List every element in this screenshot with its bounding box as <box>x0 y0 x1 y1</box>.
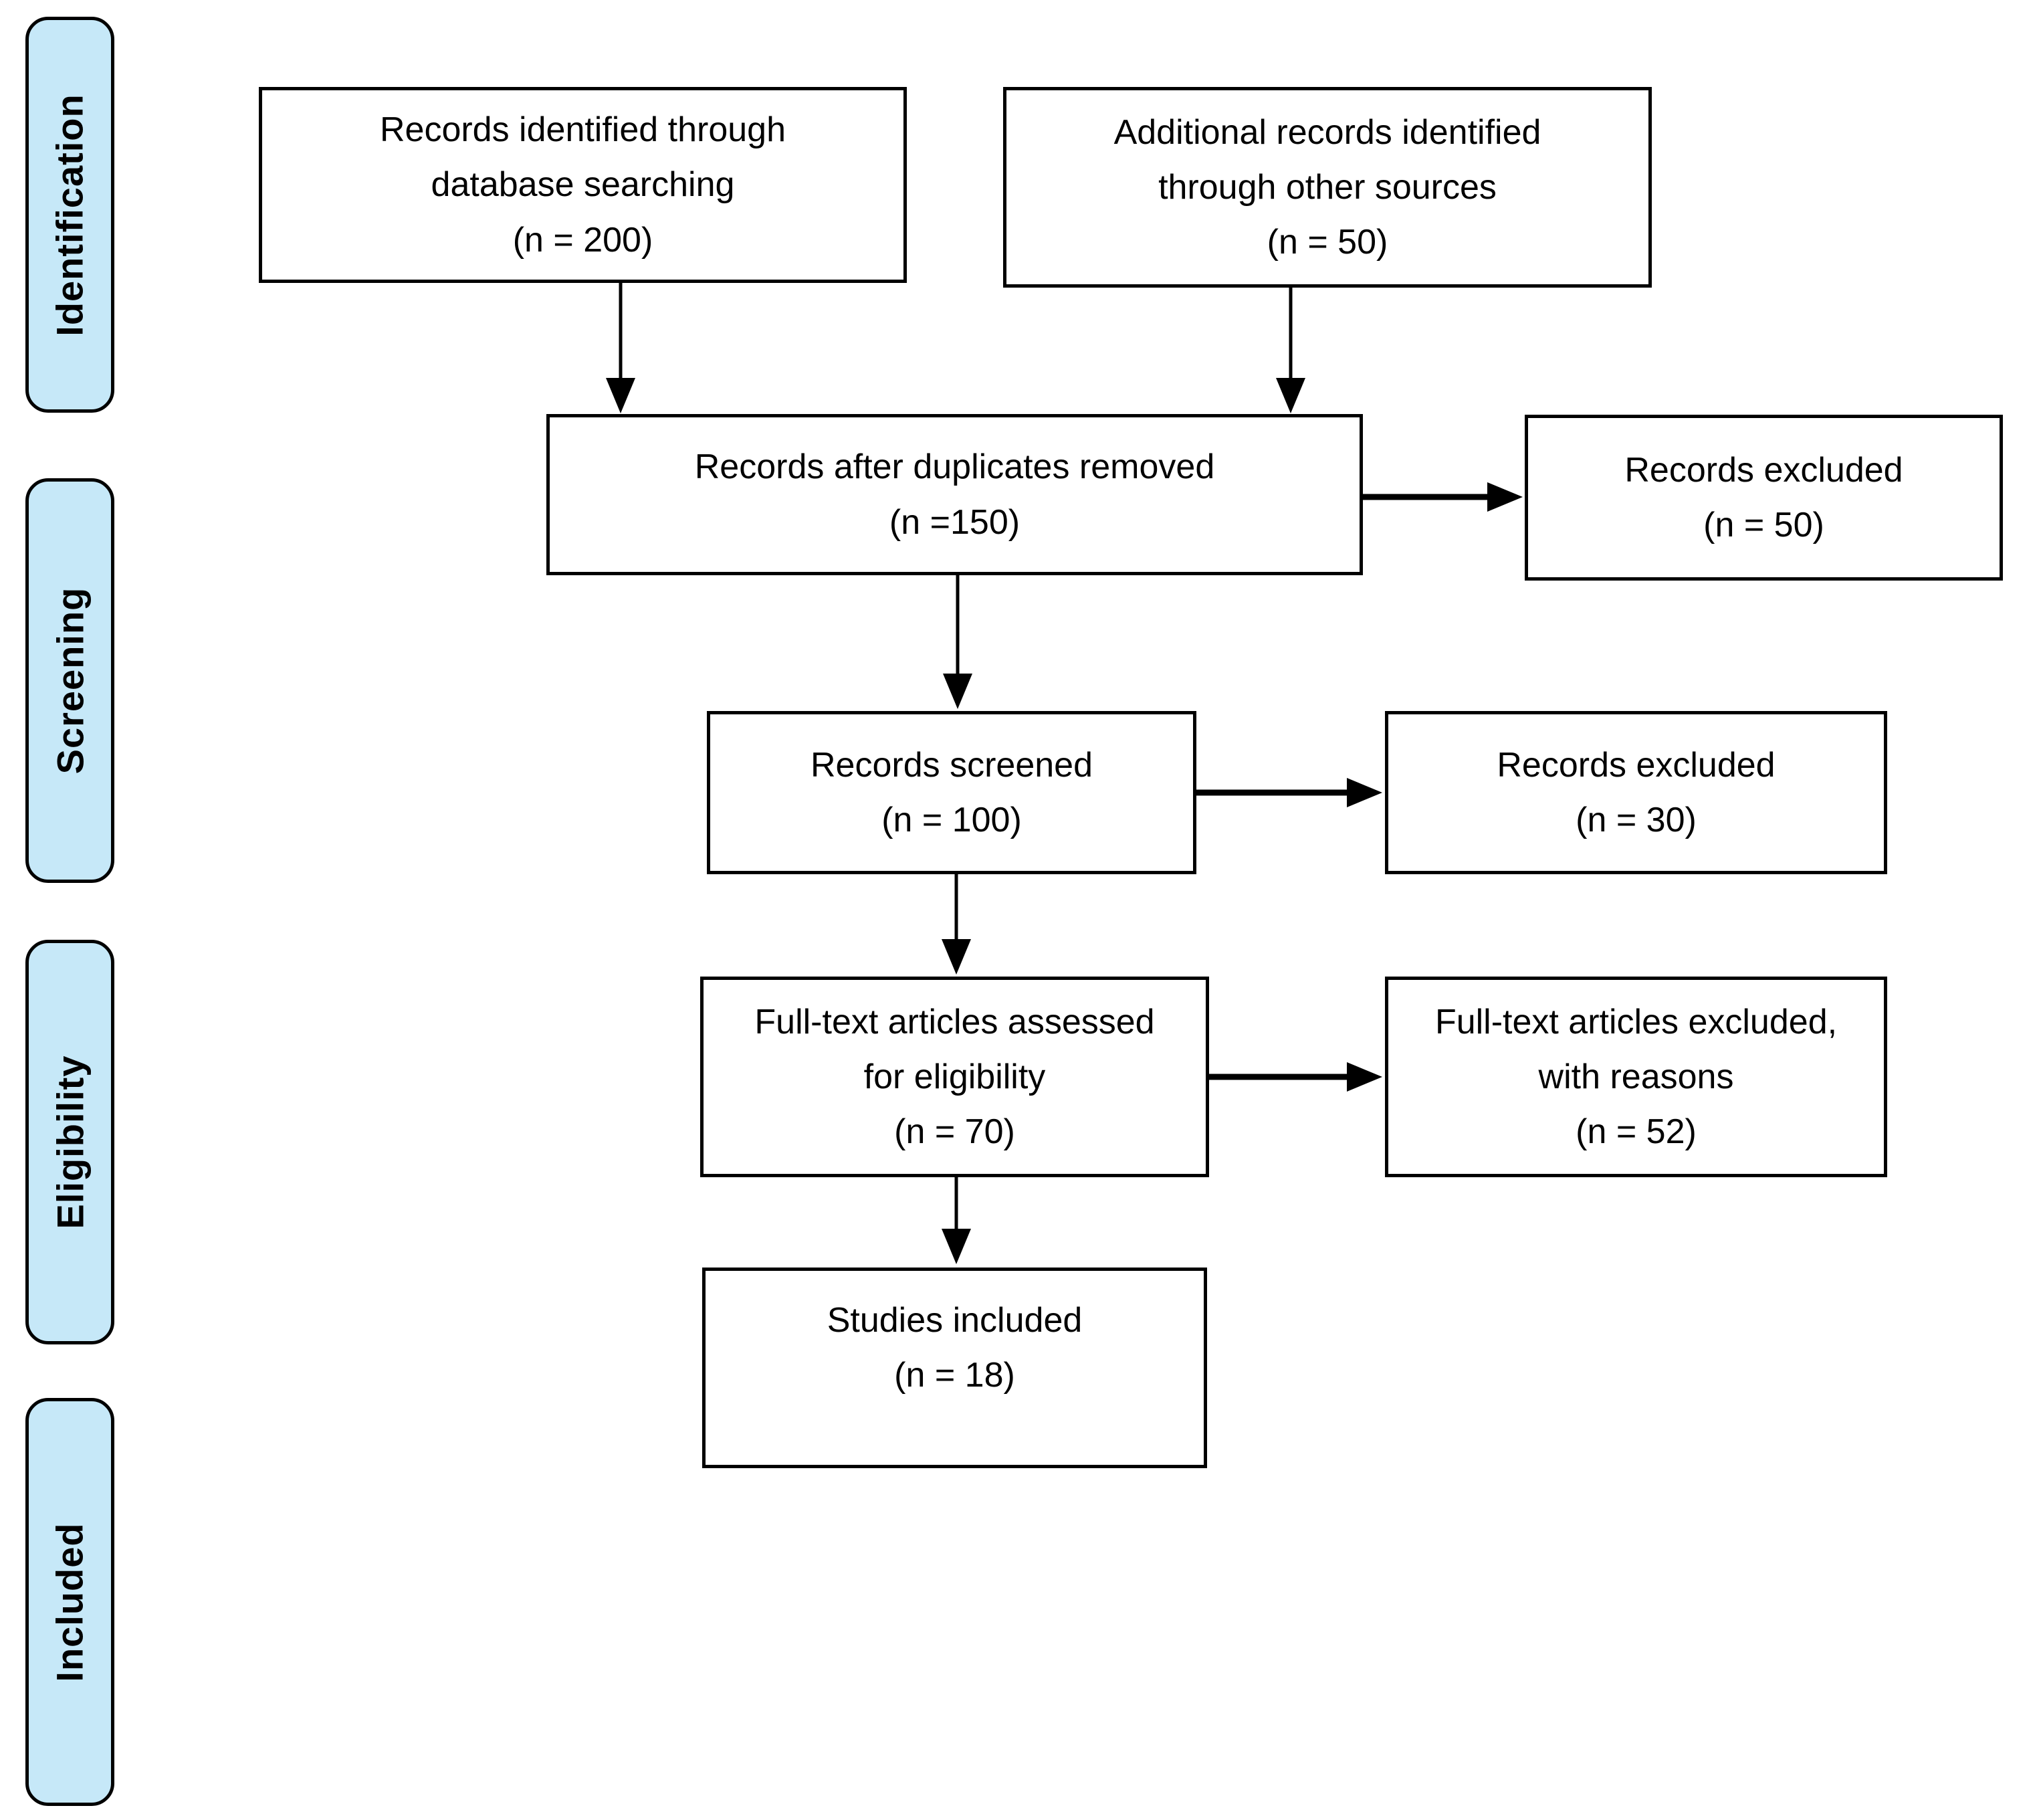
stage-label-identification: Identification <box>49 93 92 336</box>
stage-pill-identification: Identification <box>25 17 114 413</box>
arrow-screened-to-excluded <box>1196 778 1382 807</box>
arrow-duplicates-to-excluded <box>1363 482 1523 512</box>
box-records-excluded-after-duplicates: Records excluded (n = 50) <box>1525 415 2003 581</box>
box-records-screened: Records screened (n = 100) <box>707 711 1196 874</box>
box-studies-included: Studies included (n = 18) <box>702 1268 1207 1468</box>
box-additional-records-text: Additional records identified through ot… <box>1113 112 1541 262</box>
box-records-excluded-screening: Records excluded (n = 30) <box>1385 711 1887 874</box>
box-records-excluded-screening-text: Records excluded (n = 30) <box>1497 745 1776 839</box>
box-records-identified: Records identified through database sear… <box>259 87 907 283</box>
stage-label-screening: Screening <box>49 587 92 775</box>
box-records-excluded-after-duplicates-text: Records excluded (n = 50) <box>1624 450 1903 544</box>
arrow-additional-to-duplicates <box>1276 288 1305 413</box>
box-records-screened-text: Records screened (n = 100) <box>811 745 1093 839</box>
stage-label-included: Included <box>49 1522 92 1682</box>
box-additional-records: Additional records identified through ot… <box>1003 87 1652 288</box>
arrow-fulltext-to-excluded <box>1209 1062 1382 1092</box>
box-fulltext-assessed-text: Full-text articles assessed for eligibil… <box>754 1002 1155 1152</box>
stage-pill-included: Included <box>25 1398 114 1806</box>
arrow-fulltext-to-included <box>942 1177 971 1264</box>
stage-pill-eligibility: Eligibility <box>25 940 114 1344</box>
box-fulltext-assessed: Full-text articles assessed for eligibil… <box>700 977 1209 1177</box>
box-records-identified-text: Records identified through database sear… <box>379 110 786 260</box>
arrow-screened-to-fulltext <box>942 874 971 975</box>
stage-label-eligibility: Eligibility <box>49 1055 92 1229</box>
box-studies-included-text: Studies included (n = 18) <box>827 1300 1083 1395</box>
box-duplicates-removed: Records after duplicates removed (n =150… <box>546 414 1363 575</box>
box-duplicates-removed-text: Records after duplicates removed (n =150… <box>694 447 1215 542</box>
box-fulltext-excluded: Full-text articles excluded, with reason… <box>1385 977 1887 1177</box>
arrow-duplicates-to-screened <box>943 575 972 709</box>
stage-pill-screening: Screening <box>25 478 114 883</box>
arrow-identified-to-duplicates <box>606 283 635 413</box>
box-fulltext-excluded-text: Full-text articles excluded, with reason… <box>1434 1002 1838 1152</box>
